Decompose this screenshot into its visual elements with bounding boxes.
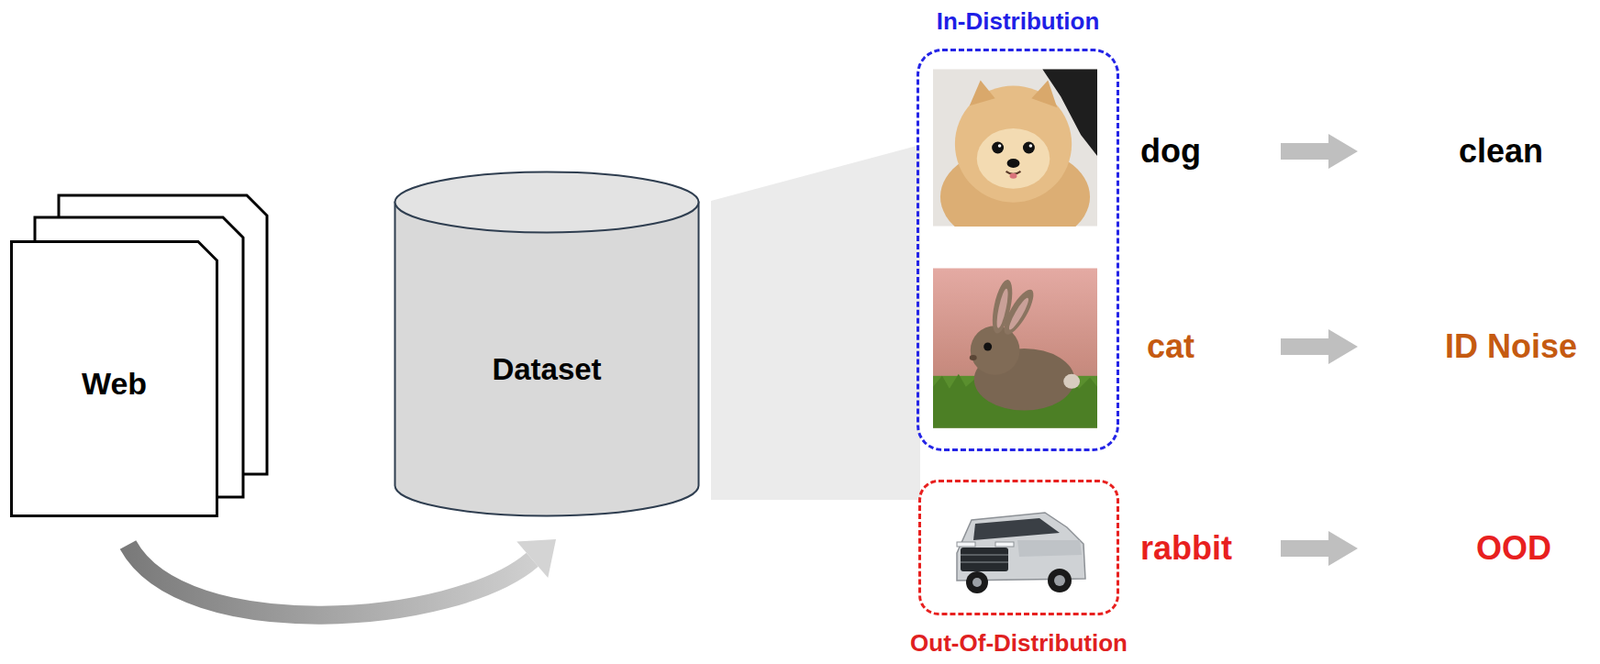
block-arrow [1280,329,1358,365]
class-label: dog [1140,132,1201,171]
dog-photo [933,68,1098,247]
noise-type: clean [1458,132,1544,171]
block-arrow [1280,531,1358,567]
group-heading: In-Distribution [936,7,1100,36]
class-label: rabbit [1140,529,1233,568]
noise-type: ID Noise [1444,327,1578,367]
block-arrow [1280,133,1358,169]
curved-arrow [128,539,557,616]
group-heading: Out-Of-Distribution [910,629,1128,658]
node-label: Web [81,366,147,402]
group-box: Out-Of-Distribution [918,479,1120,616]
group-box: In-Distribution [916,48,1120,452]
node-label: Dataset [491,352,601,388]
car-photo [944,500,1093,602]
zoom-band [711,144,921,500]
cylinder-outline [393,170,700,518]
noise-type: OOD [1476,529,1552,568]
rabbit-photo [933,267,1098,428]
document-stack: Web [10,240,219,518]
database-cylinder: Dataset [393,170,700,518]
class-label: cat [1146,327,1195,367]
